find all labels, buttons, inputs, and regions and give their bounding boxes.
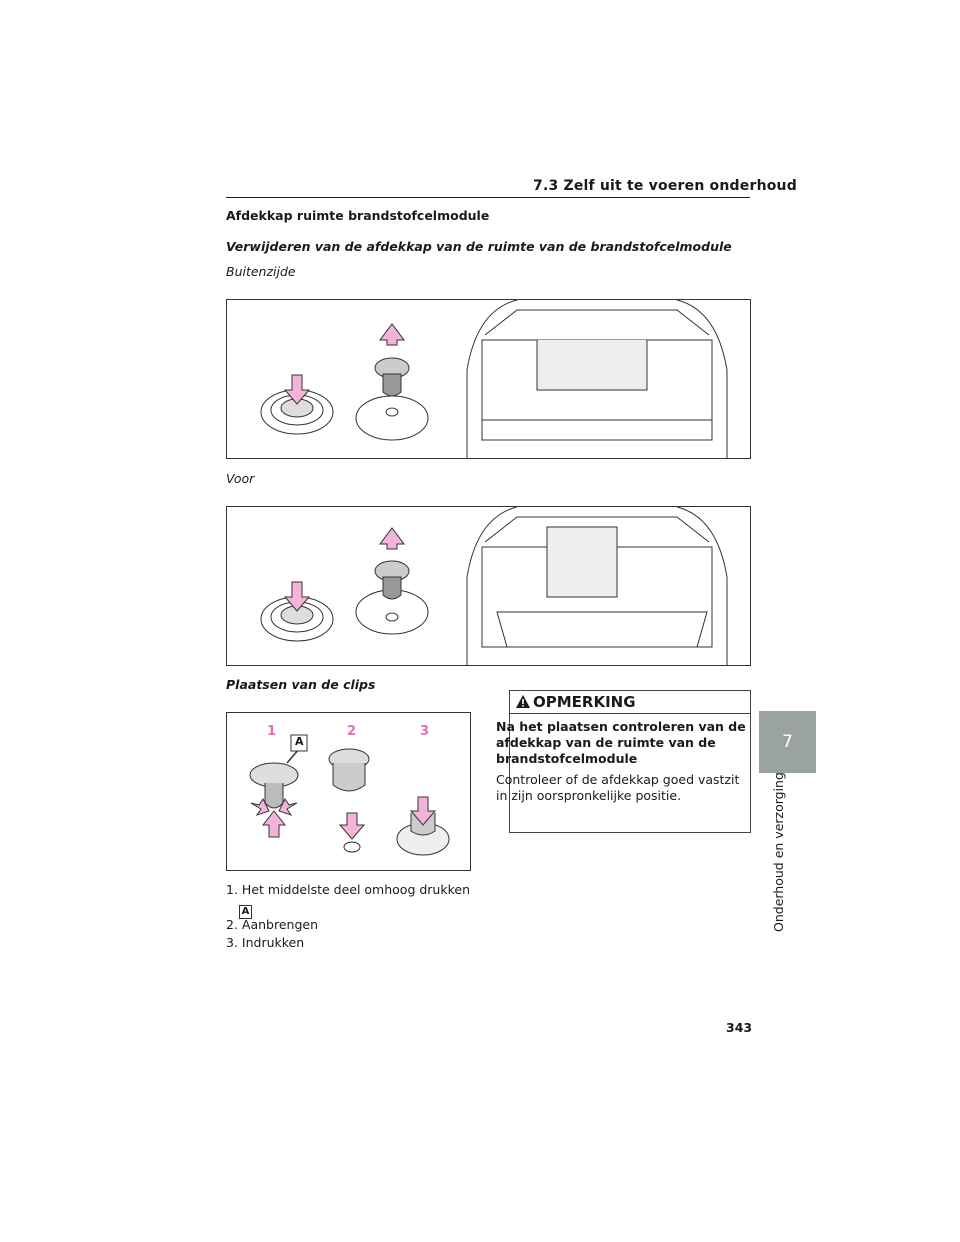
chapter-label: Onderhoud en verzorging [757, 772, 786, 942]
figure-outer-clips [226, 299, 751, 460]
page-number: 343 [726, 1020, 753, 1035]
step-badge: A [239, 899, 252, 919]
subheading: Verwijderen van de afdekkap van de ruimt… [226, 239, 732, 254]
step-num: 3. [226, 935, 238, 950]
figure-front-clips [226, 506, 751, 667]
note-body: Controleer of de afdekkap goed vastzit i… [496, 772, 740, 803]
note-heading: Na het plaatsen controleren van de afdek… [496, 719, 746, 766]
list-item: 1. Het middelste deel omhoog drukken [226, 882, 470, 897]
section-heading: Afdekkap ruimte brandstofcelmodule [226, 208, 490, 223]
header-rule [226, 197, 750, 198]
caption-front: Voor [226, 471, 255, 486]
section-header: 7.3 Zelf uit te voeren onderhoud [533, 178, 797, 194]
step-text: Indrukken [241, 935, 305, 950]
chapter-number: 7 [782, 732, 793, 752]
step-num: 1. [226, 882, 238, 897]
badge-a: A [239, 905, 252, 919]
step-number-1: 1 [267, 724, 277, 739]
note-header: OPMERKING [510, 691, 750, 714]
step-text: Het middelste deel omhoog drukken [241, 882, 470, 897]
step-number-2: 2 [347, 724, 357, 739]
chapter-label-text: Onderhoud en verzorging [771, 772, 786, 932]
caption-install: Plaatsen van de clips [226, 677, 376, 692]
label-a: A [295, 735, 304, 748]
chapter-tab [759, 711, 816, 773]
note-box: OPMERKING Na het plaatsen controleren va… [496, 690, 751, 833]
caption-outer: Buitenzijde [226, 264, 296, 279]
list-item: 2. Aanbrengen [226, 917, 318, 932]
note-title: OPMERKING [533, 693, 636, 711]
step-number-3: 3 [420, 724, 430, 739]
warning-icon [516, 695, 530, 708]
list-item: 3. Indrukken [226, 935, 304, 950]
figure-install-clips: 1 2 3 A [226, 712, 471, 871]
step-num: 2. [226, 917, 238, 932]
step-text: Aanbrengen [241, 917, 319, 932]
